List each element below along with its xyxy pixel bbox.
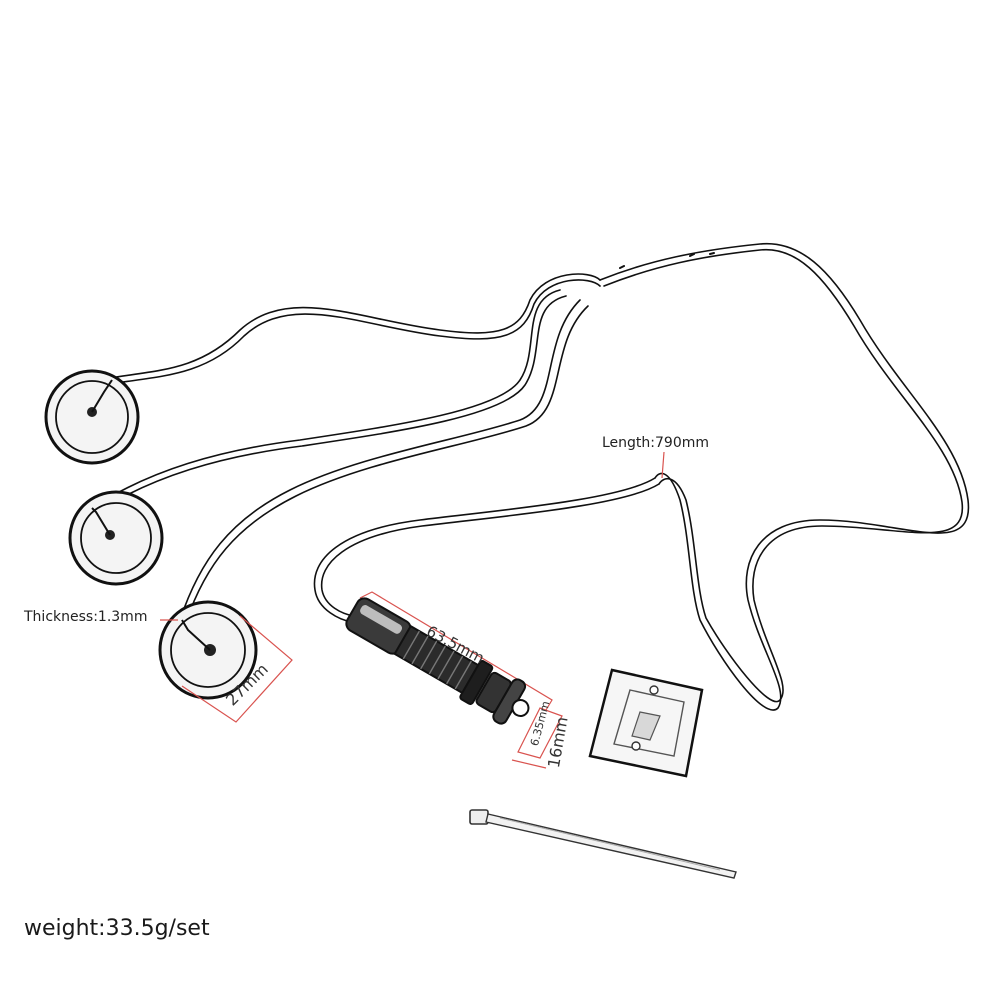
piezo-disc-2	[68, 490, 164, 586]
end-pin-jack	[345, 597, 530, 725]
cables	[91, 242, 970, 711]
cable-disc-2	[91, 289, 561, 509]
thickness-label: Thickness:1.3mm	[24, 609, 148, 625]
weight-label: weight:33.5g/set	[24, 916, 210, 941]
cable-tie	[469, 809, 737, 879]
dimension-lines	[160, 451, 665, 769]
length-label: Length:790mm	[602, 435, 710, 451]
cable-disc-1	[109, 273, 601, 379]
cable-disc-3	[179, 299, 581, 621]
jack-cable	[313, 477, 656, 623]
piezo-disc-3	[158, 600, 258, 700]
main-cable	[599, 242, 970, 711]
piezo-disc-1	[44, 369, 140, 465]
cable-tie-mount	[588, 668, 704, 778]
